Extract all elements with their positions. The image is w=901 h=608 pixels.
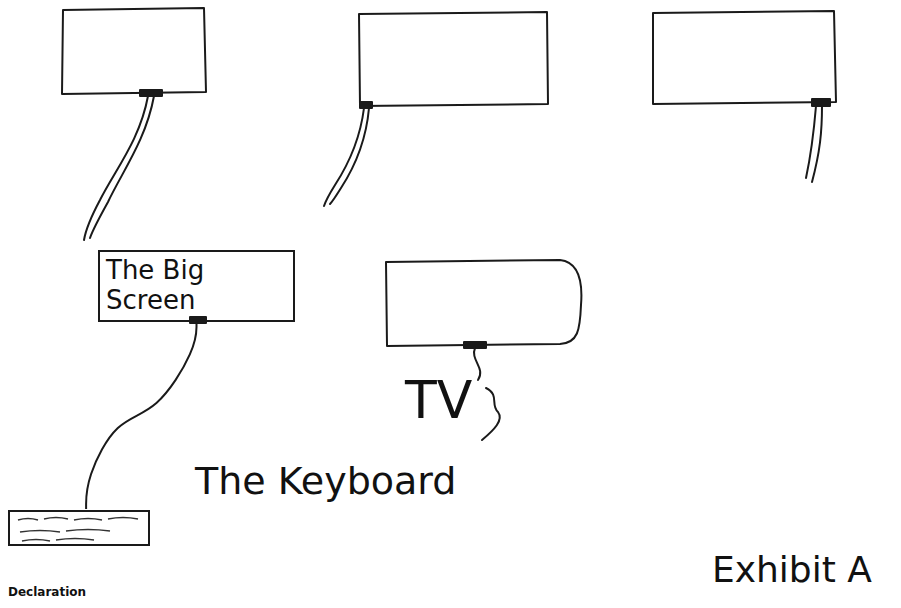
cable [330, 108, 369, 204]
cable [84, 96, 148, 240]
screen-outline [653, 11, 836, 104]
screen-outline [62, 8, 206, 94]
tv-outline [386, 260, 581, 346]
cable [90, 96, 154, 238]
plug [140, 90, 162, 96]
keyboard-keys [10, 512, 148, 544]
cable-connector [86, 323, 196, 509]
keyboard-label: The Keyboard [195, 460, 456, 504]
plug [360, 102, 372, 108]
tv-label: TV [405, 372, 472, 429]
plug [812, 99, 830, 106]
exhibit-label: Exhibit A [712, 550, 872, 590]
keyboard-box: The Keyboard [8, 510, 150, 546]
screen-box: The Big Screen [98, 250, 295, 322]
declaration-label: Declaration [8, 586, 86, 599]
cable [812, 106, 822, 182]
cable [474, 348, 480, 380]
screen-outline [359, 12, 548, 106]
squiggle [482, 388, 500, 440]
screen-label: The Big Screen [106, 256, 287, 316]
cable [806, 106, 816, 178]
